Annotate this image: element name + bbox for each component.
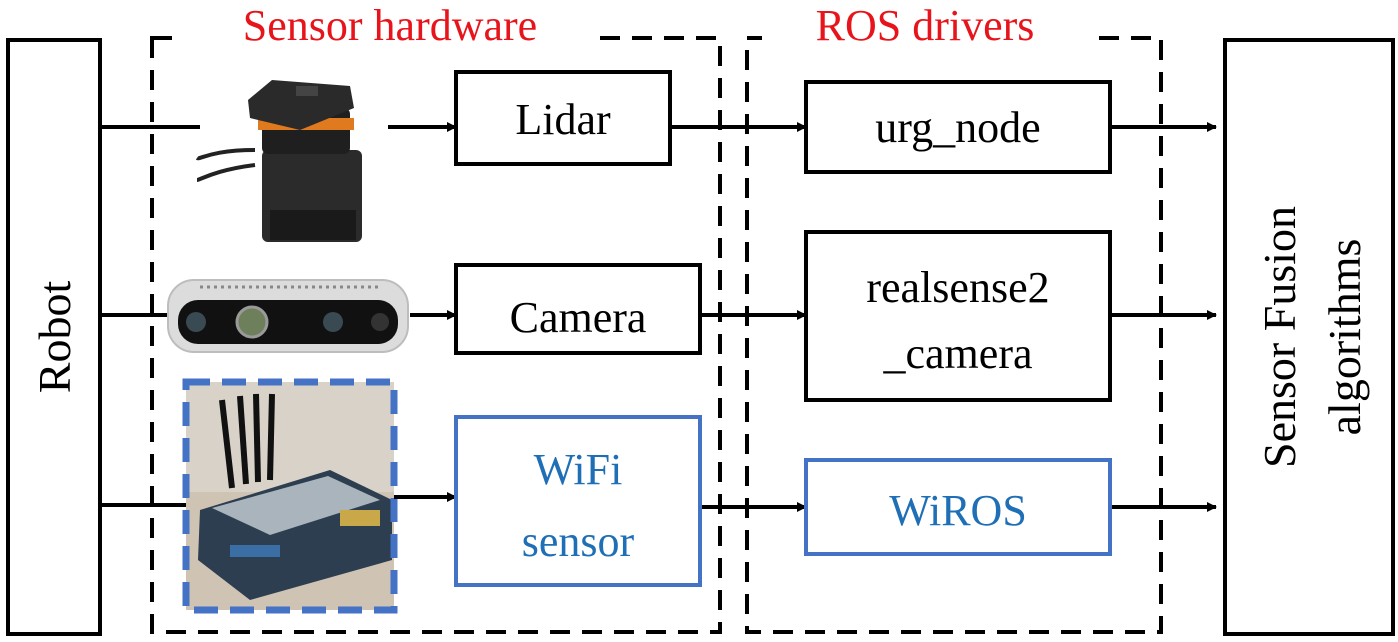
robot-label: Robot: [29, 281, 80, 394]
camera-box: [454, 263, 702, 355]
realsense-box: [804, 230, 1112, 402]
urg-node-label: urg_node: [875, 103, 1040, 152]
wifi-sensor-box: [454, 415, 702, 587]
wiros-label: WiROS: [889, 486, 1027, 535]
camera-label: Camera: [510, 293, 647, 342]
lidar-label: Lidar: [515, 95, 611, 144]
robot-block: [6, 38, 102, 636]
sensor-fusion-label-1: Sensor Fusion: [1254, 206, 1305, 468]
ros-drivers-title: ROS drivers: [816, 1, 1035, 50]
lidar-device: [195, 80, 362, 242]
wiros-box: [804, 458, 1112, 556]
sensor-fusion-label-2: algorithms: [1319, 239, 1370, 436]
realsense-label-1: realsense2: [866, 263, 1049, 312]
wifi-sensor-board: [182, 378, 398, 614]
sensor-fusion-block: [1223, 38, 1395, 636]
realsense-camera-device: [167, 279, 409, 353]
realsense-label-2: _camera: [883, 329, 1033, 378]
lidar-box: [454, 70, 672, 166]
wifi-sensor-label-2: sensor: [522, 517, 635, 566]
wifi-sensor-label-1: WiFi: [534, 445, 623, 494]
sensor-hardware-group: [150, 36, 722, 634]
urg-node-box: [804, 80, 1112, 174]
sensor-hardware-title: Sensor hardware: [243, 1, 537, 50]
